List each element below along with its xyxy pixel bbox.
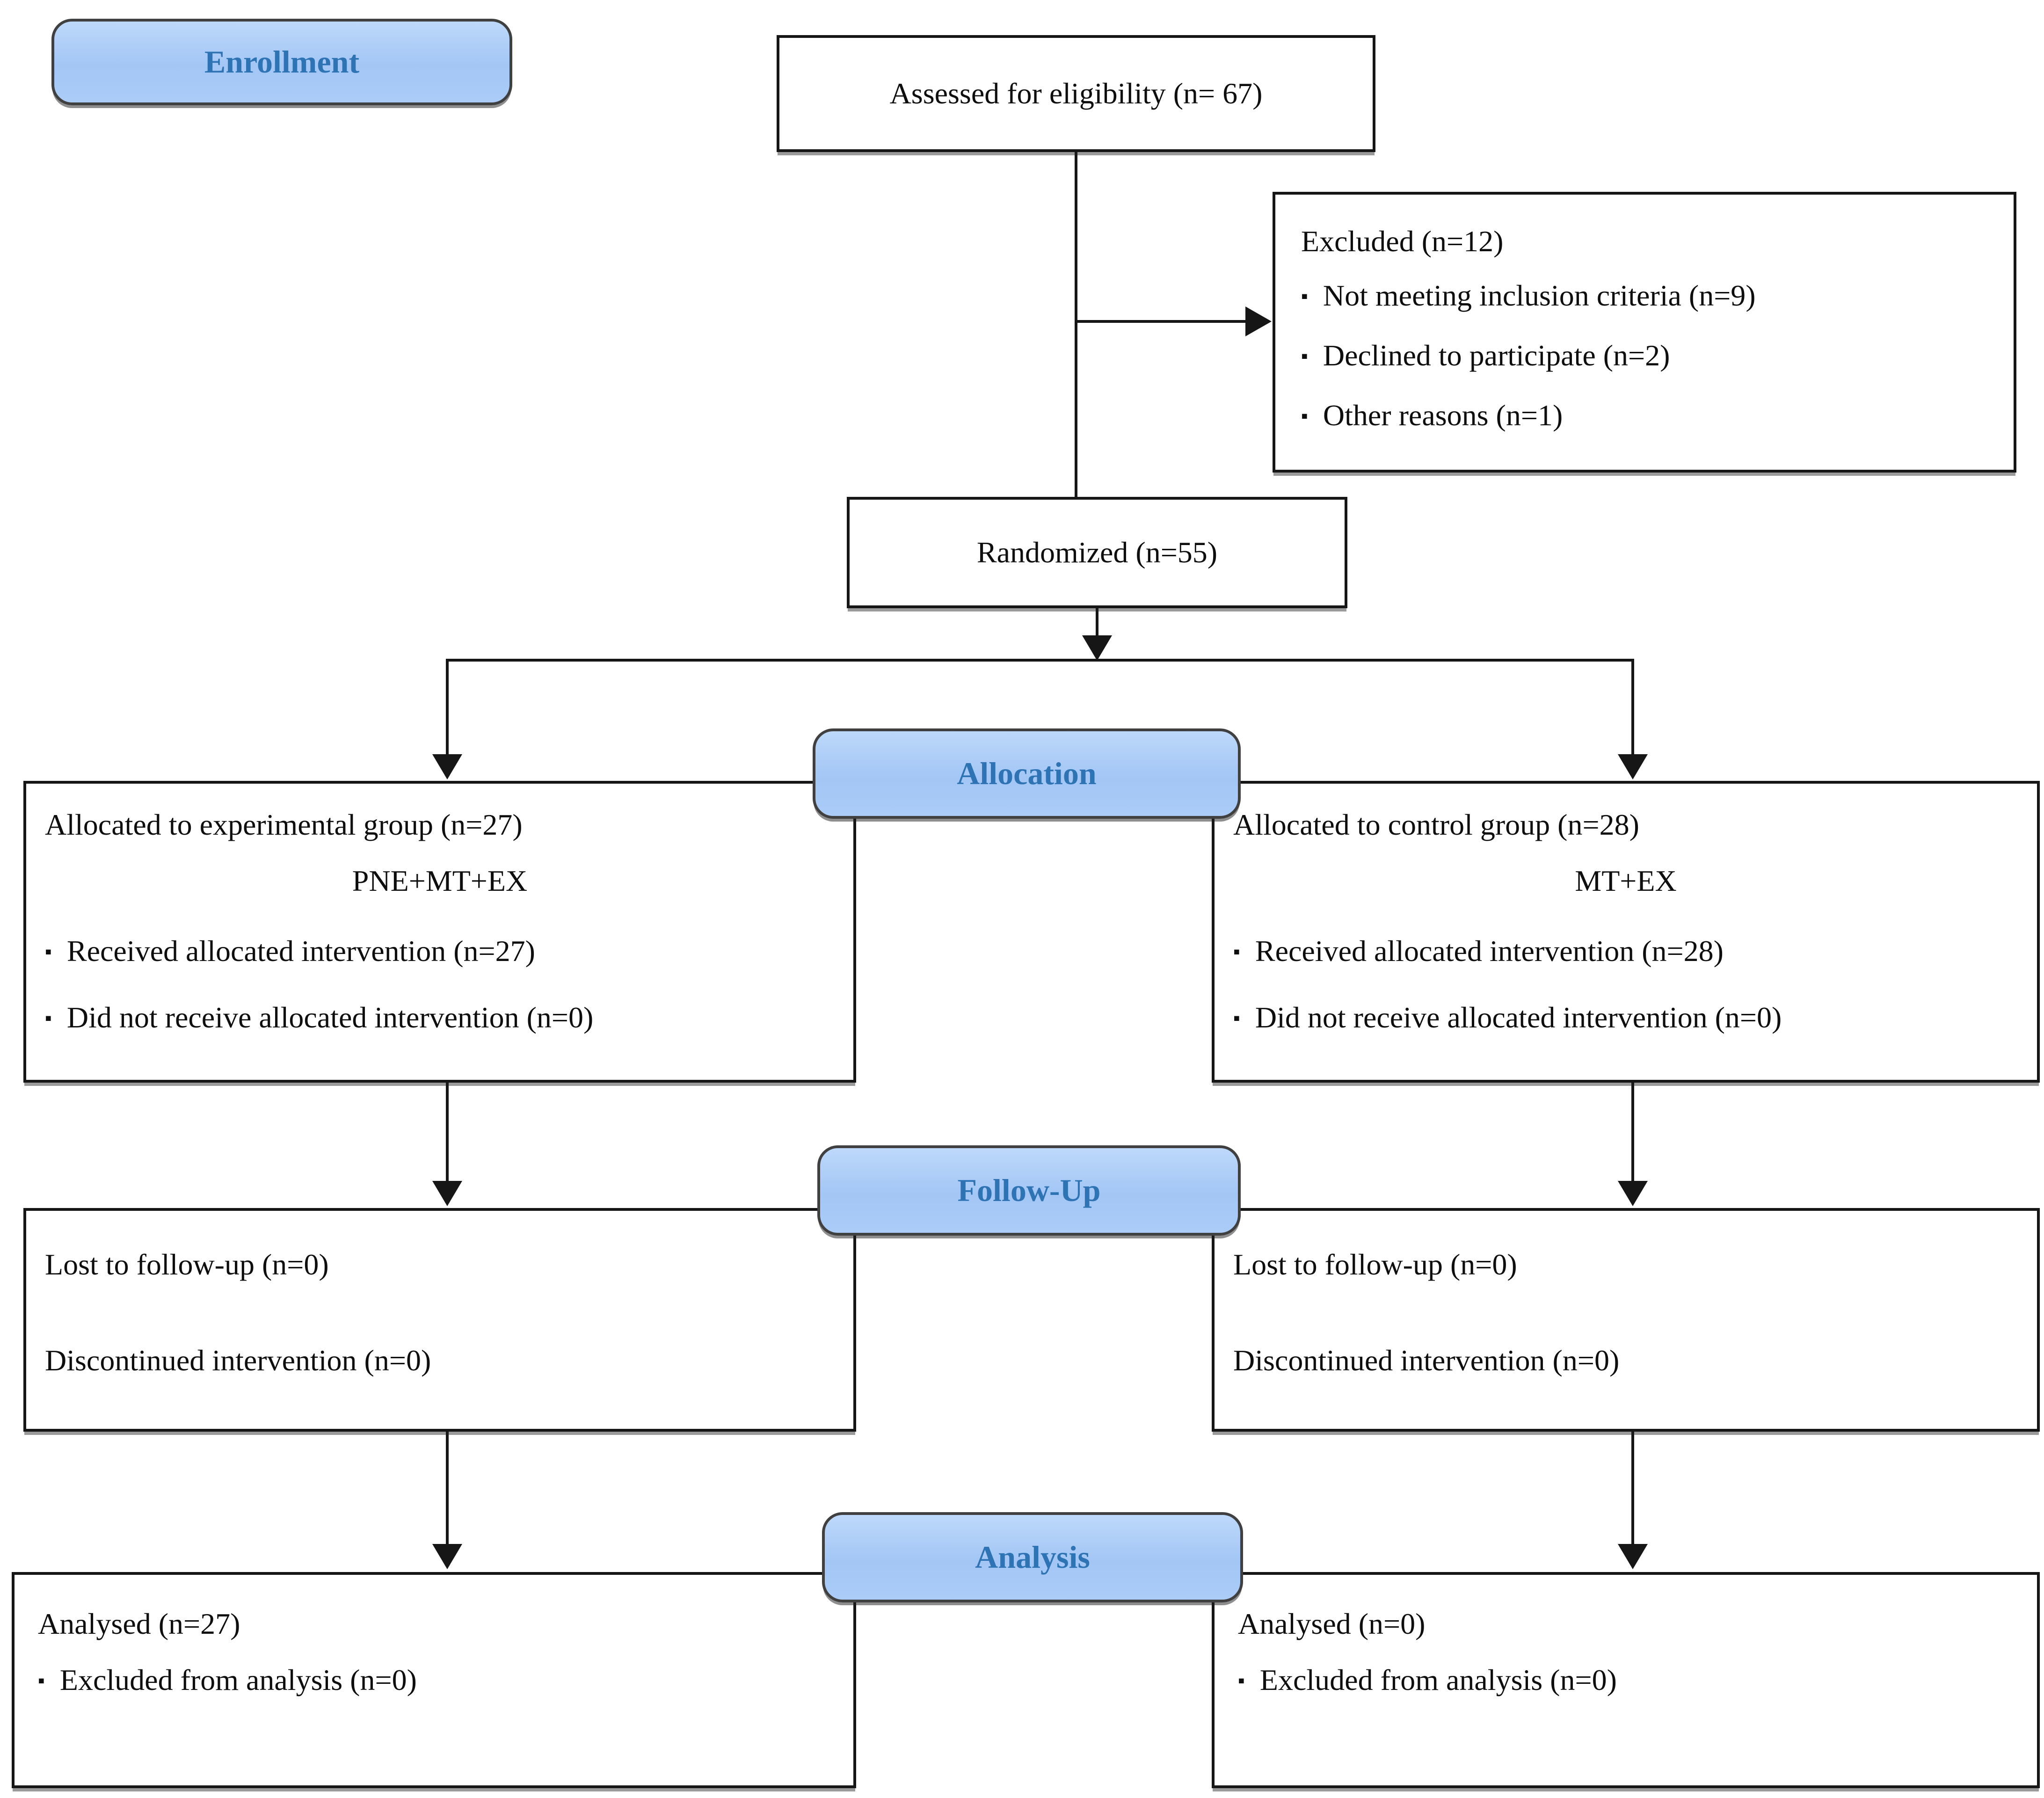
control-allocation-title: Allocated to control group (n=28) — [1233, 808, 1639, 841]
assessed-eligibility-box: Assessed for eligibility (n= 67) — [777, 35, 1375, 152]
allocation-stage-badge: Allocation — [813, 728, 1241, 819]
enrollment-stage-badge: Enrollment — [51, 19, 512, 105]
experimental-analysis-item: ▪ Excluded from analysis (n=0) — [38, 1661, 835, 1699]
experimental-allocation-item-text: Received allocated intervention (n=27) — [66, 934, 535, 968]
control-analysed-title: Analysed (n=0) — [1238, 1607, 1426, 1640]
followup-stage-label: Follow-Up — [957, 1172, 1101, 1208]
bullet-square-icon: ▪ — [45, 941, 52, 963]
arrowhead-down-followup-right-icon — [1618, 1181, 1648, 1206]
connector-split-left-vline — [446, 659, 449, 755]
arrowhead-down-allocation-left-icon — [432, 754, 462, 779]
arrowhead-down-analysis-left-icon — [432, 1544, 462, 1569]
excluded-title: Excluded (n=12) — [1301, 225, 1504, 258]
connector-analysis-right-vline — [1631, 1432, 1634, 1545]
control-allocation-item: ▪ Did not receive allocated intervention… — [1233, 999, 2018, 1036]
excluded-item: ▪ Declined to participate (n=2) — [1301, 337, 1995, 374]
control-allocation-item: ▪ Received allocated intervention (n=28) — [1233, 932, 2018, 970]
excluded-box: Excluded (n=12) ▪ Not meeting inclusion … — [1273, 192, 2016, 473]
control-lost-followup-text: Lost to follow-up (n=0) — [1233, 1248, 1517, 1281]
enrollment-stage-label: Enrollment — [204, 44, 360, 80]
arrowhead-down-followup-left-icon — [432, 1181, 462, 1206]
allocation-stage-label: Allocation — [957, 756, 1097, 791]
control-discontinued-text: Discontinued intervention (n=0) — [1233, 1344, 1620, 1377]
excluded-item: ▪ Not meeting inclusion criteria (n=9) — [1301, 277, 1995, 314]
connector-split-right-vline — [1631, 659, 1634, 755]
experimental-allocation-item: ▪ Did not receive allocated intervention… — [45, 999, 835, 1036]
connector-followup-right-vline — [1631, 1083, 1634, 1182]
excluded-item-text: Not meeting inclusion criteria (n=9) — [1323, 279, 1756, 312]
experimental-lost-followup-text: Lost to follow-up (n=0) — [45, 1248, 329, 1281]
bullet-square-icon: ▪ — [45, 1007, 52, 1029]
experimental-allocation-item: ▪ Received allocated intervention (n=27) — [45, 932, 835, 970]
connector-split-hline — [446, 659, 1634, 662]
control-group-abbreviation: MT+EX — [1575, 864, 1677, 897]
experimental-allocation-title: Allocated to experimental group (n=27) — [45, 808, 523, 841]
followup-stage-badge: Follow-Up — [817, 1145, 1241, 1236]
experimental-analysis-item-text: Excluded from analysis (n=0) — [59, 1663, 417, 1696]
bullet-square-icon: ▪ — [1233, 941, 1240, 963]
excluded-item-text: Declined to participate (n=2) — [1323, 339, 1670, 372]
control-allocation-item-text: Received allocated intervention (n=28) — [1255, 934, 1724, 968]
experimental-analysed-title: Analysed (n=27) — [38, 1607, 240, 1640]
experimental-group-abbreviation: PNE+MT+EX — [352, 864, 528, 897]
connector-followup-left-vline — [446, 1083, 449, 1182]
connector-analysis-left-vline — [446, 1432, 449, 1545]
control-analysis-item: ▪ Excluded from analysis (n=0) — [1238, 1661, 2018, 1699]
excluded-item: ▪ Other reasons (n=1) — [1301, 397, 1995, 434]
arrowhead-right-excluded-icon — [1245, 306, 1272, 336]
connector-assessed-vline — [1075, 152, 1077, 497]
experimental-analysis-box: Analysed (n=27) ▪ Excluded from analysis… — [12, 1572, 856, 1788]
bullet-square-icon: ▪ — [1301, 405, 1308, 427]
connector-randomized-vline — [1096, 608, 1098, 637]
arrowhead-down-split-icon — [1082, 635, 1112, 661]
bullet-square-icon: ▪ — [1238, 1670, 1245, 1692]
control-analysis-box: Analysed (n=0) ▪ Excluded from analysis … — [1212, 1572, 2040, 1788]
analysis-stage-label: Analysis — [975, 1539, 1090, 1575]
experimental-discontinued-text: Discontinued intervention (n=0) — [45, 1344, 431, 1377]
randomized-text: Randomized (n=55) — [976, 536, 1218, 569]
experimental-followup-box: Lost to follow-up (n=0) Discontinued int… — [23, 1208, 856, 1432]
arrowhead-down-analysis-right-icon — [1618, 1544, 1648, 1569]
control-analysis-item-text: Excluded from analysis (n=0) — [1259, 1663, 1617, 1696]
arrowhead-down-allocation-right-icon — [1618, 754, 1648, 779]
bullet-square-icon: ▪ — [1233, 1007, 1240, 1029]
bullet-square-icon: ▪ — [1301, 345, 1308, 367]
assessed-eligibility-text: Assessed for eligibility (n= 67) — [889, 77, 1263, 110]
control-followup-box: Lost to follow-up (n=0) Discontinued int… — [1212, 1208, 2040, 1432]
experimental-allocation-item-text: Did not receive allocated intervention (… — [66, 1001, 594, 1034]
control-allocation-item-text: Did not receive allocated intervention (… — [1255, 1001, 1782, 1034]
experimental-allocation-box: Allocated to experimental group (n=27) P… — [23, 781, 856, 1083]
control-allocation-box: Allocated to control group (n=28) MT+EX … — [1212, 781, 2040, 1083]
analysis-stage-badge: Analysis — [822, 1512, 1243, 1602]
bullet-square-icon: ▪ — [1301, 285, 1308, 307]
connector-excluded-hline — [1075, 320, 1248, 323]
bullet-square-icon: ▪ — [38, 1670, 45, 1692]
excluded-item-text: Other reasons (n=1) — [1323, 399, 1563, 432]
randomized-box: Randomized (n=55) — [847, 497, 1347, 608]
